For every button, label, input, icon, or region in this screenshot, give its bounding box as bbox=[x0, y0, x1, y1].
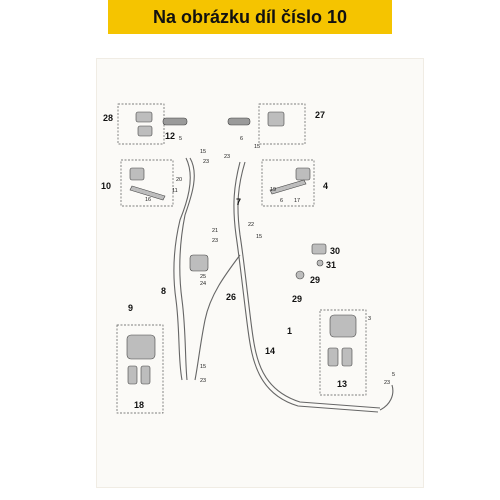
label-25: 25 bbox=[200, 274, 206, 280]
label-15a: 15 bbox=[200, 149, 206, 155]
brake-hose-8 bbox=[179, 157, 195, 381]
switch-28a bbox=[135, 111, 153, 123]
caliper-9 bbox=[126, 334, 156, 360]
brake-hose-26 bbox=[194, 254, 241, 381]
label-29a: 29 bbox=[310, 275, 320, 285]
pad-18a bbox=[127, 365, 138, 385]
label-20: 20 bbox=[176, 177, 182, 183]
switch-28b bbox=[137, 125, 153, 137]
master-cyl-4 bbox=[295, 167, 311, 181]
box-1 bbox=[319, 309, 367, 396]
label-14: 14 bbox=[265, 346, 275, 356]
lever-10 bbox=[129, 185, 166, 201]
label-23c: 23 bbox=[212, 238, 218, 244]
label-31: 31 bbox=[326, 260, 336, 270]
label-23b: 23 bbox=[224, 154, 230, 160]
label-5a: 5 bbox=[179, 136, 182, 142]
label-27: 27 bbox=[315, 110, 325, 120]
part-labels: 28 27 10 4 7 8 26 9 1 14 12 5 6 15 23 23… bbox=[101, 110, 395, 410]
label-17: 17 bbox=[294, 198, 300, 204]
label-6b: 6 bbox=[280, 198, 283, 204]
label-23d: 23 bbox=[200, 378, 206, 384]
label-21: 21 bbox=[212, 228, 218, 234]
parts bbox=[126, 111, 357, 385]
master-cyl-10 bbox=[129, 167, 145, 181]
label-15b: 15 bbox=[254, 144, 260, 150]
box-28 bbox=[117, 103, 165, 145]
lever-4 bbox=[269, 179, 307, 195]
grip-right bbox=[227, 117, 251, 126]
switch-27 bbox=[267, 111, 285, 127]
label-30: 30 bbox=[330, 246, 340, 256]
box-27 bbox=[258, 103, 306, 145]
label-18: 18 bbox=[134, 400, 144, 410]
label-26: 26 bbox=[226, 292, 236, 302]
label-28: 28 bbox=[103, 113, 113, 123]
header-title: Na obrázku díl číslo 10 bbox=[152, 6, 348, 27]
label-1: 1 bbox=[287, 326, 292, 336]
brake-hose-end bbox=[379, 384, 394, 411]
switch-30 bbox=[311, 243, 327, 255]
distributor bbox=[189, 254, 209, 272]
clip-29 bbox=[295, 270, 305, 280]
box-4 bbox=[261, 159, 315, 207]
label-13: 13 bbox=[337, 379, 347, 389]
label-16: 16 bbox=[145, 197, 151, 203]
pad-13a bbox=[327, 347, 339, 367]
caliper-1 bbox=[329, 314, 357, 338]
brake-lines bbox=[173, 157, 394, 413]
box-9 bbox=[116, 324, 164, 414]
pad-18b bbox=[140, 365, 151, 385]
label-23a: 23 bbox=[203, 159, 209, 165]
brake-hose-14b bbox=[233, 161, 379, 413]
label-15c: 15 bbox=[256, 234, 262, 240]
box-10 bbox=[120, 159, 174, 207]
label-29b: 29 bbox=[292, 294, 302, 304]
label-15d: 15 bbox=[200, 364, 206, 370]
label-23e: 23 bbox=[384, 380, 390, 386]
label-9: 9 bbox=[128, 303, 133, 313]
label-3: 3 bbox=[368, 316, 371, 322]
label-6a: 6 bbox=[240, 136, 243, 142]
label-7: 7 bbox=[236, 197, 241, 207]
label-22: 22 bbox=[248, 222, 254, 228]
label-10: 10 bbox=[101, 181, 111, 191]
header-banner: Na obrázku díl číslo 10 bbox=[108, 0, 392, 34]
label-11: 11 bbox=[172, 188, 178, 194]
label-4: 4 bbox=[323, 181, 328, 191]
brake-hose-14 bbox=[237, 161, 381, 409]
label-5b: 5 bbox=[392, 372, 395, 378]
clip-31 bbox=[316, 259, 324, 267]
grip-left bbox=[162, 117, 188, 126]
brake-hose-8b bbox=[173, 157, 191, 381]
label-8: 8 bbox=[161, 286, 166, 296]
label-24: 24 bbox=[200, 281, 206, 287]
dashed-group-boxes bbox=[116, 103, 367, 414]
label-19: 19 bbox=[270, 187, 276, 193]
pad-13b bbox=[341, 347, 353, 367]
label-12: 12 bbox=[165, 131, 175, 141]
